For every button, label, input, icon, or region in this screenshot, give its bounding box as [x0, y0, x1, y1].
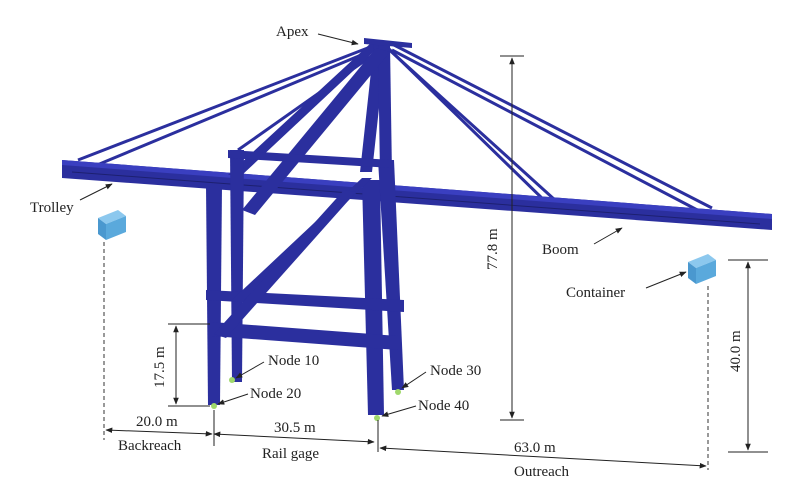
container-label: Container: [566, 285, 625, 301]
container-height-label: 40.0 m: [728, 330, 744, 372]
outreach-value: 63.0 m: [514, 440, 556, 456]
node-markers: [211, 377, 401, 421]
dimension-lines: [105, 55, 768, 469]
dashed-lines: [103, 242, 709, 470]
leg-height-label: 17.5 m: [152, 346, 168, 388]
portal-frame: [206, 150, 404, 415]
apex-label: Apex: [276, 24, 309, 40]
node-20-label: Node 20: [250, 386, 301, 402]
trolley-label: Trolley: [30, 200, 74, 216]
boom-beam: [62, 160, 772, 230]
railgage-label: Rail gage: [262, 446, 319, 462]
container-right: [688, 254, 716, 284]
boom-label: Boom: [542, 242, 579, 258]
height-total-label: 77.8 m: [485, 228, 501, 270]
outreach-label: Outreach: [514, 464, 569, 480]
leader-arrows: [79, 33, 687, 417]
container-left: [98, 210, 126, 240]
node-40-label: Node 40: [418, 398, 469, 414]
node-30-label: Node 30: [430, 363, 481, 379]
backreach-label: Backreach: [118, 438, 182, 454]
apex-frame: [228, 38, 412, 215]
node-10-label: Node 10: [268, 353, 319, 369]
railgage-value: 30.5 m: [274, 420, 316, 436]
backreach-value: 20.0 m: [136, 414, 178, 430]
